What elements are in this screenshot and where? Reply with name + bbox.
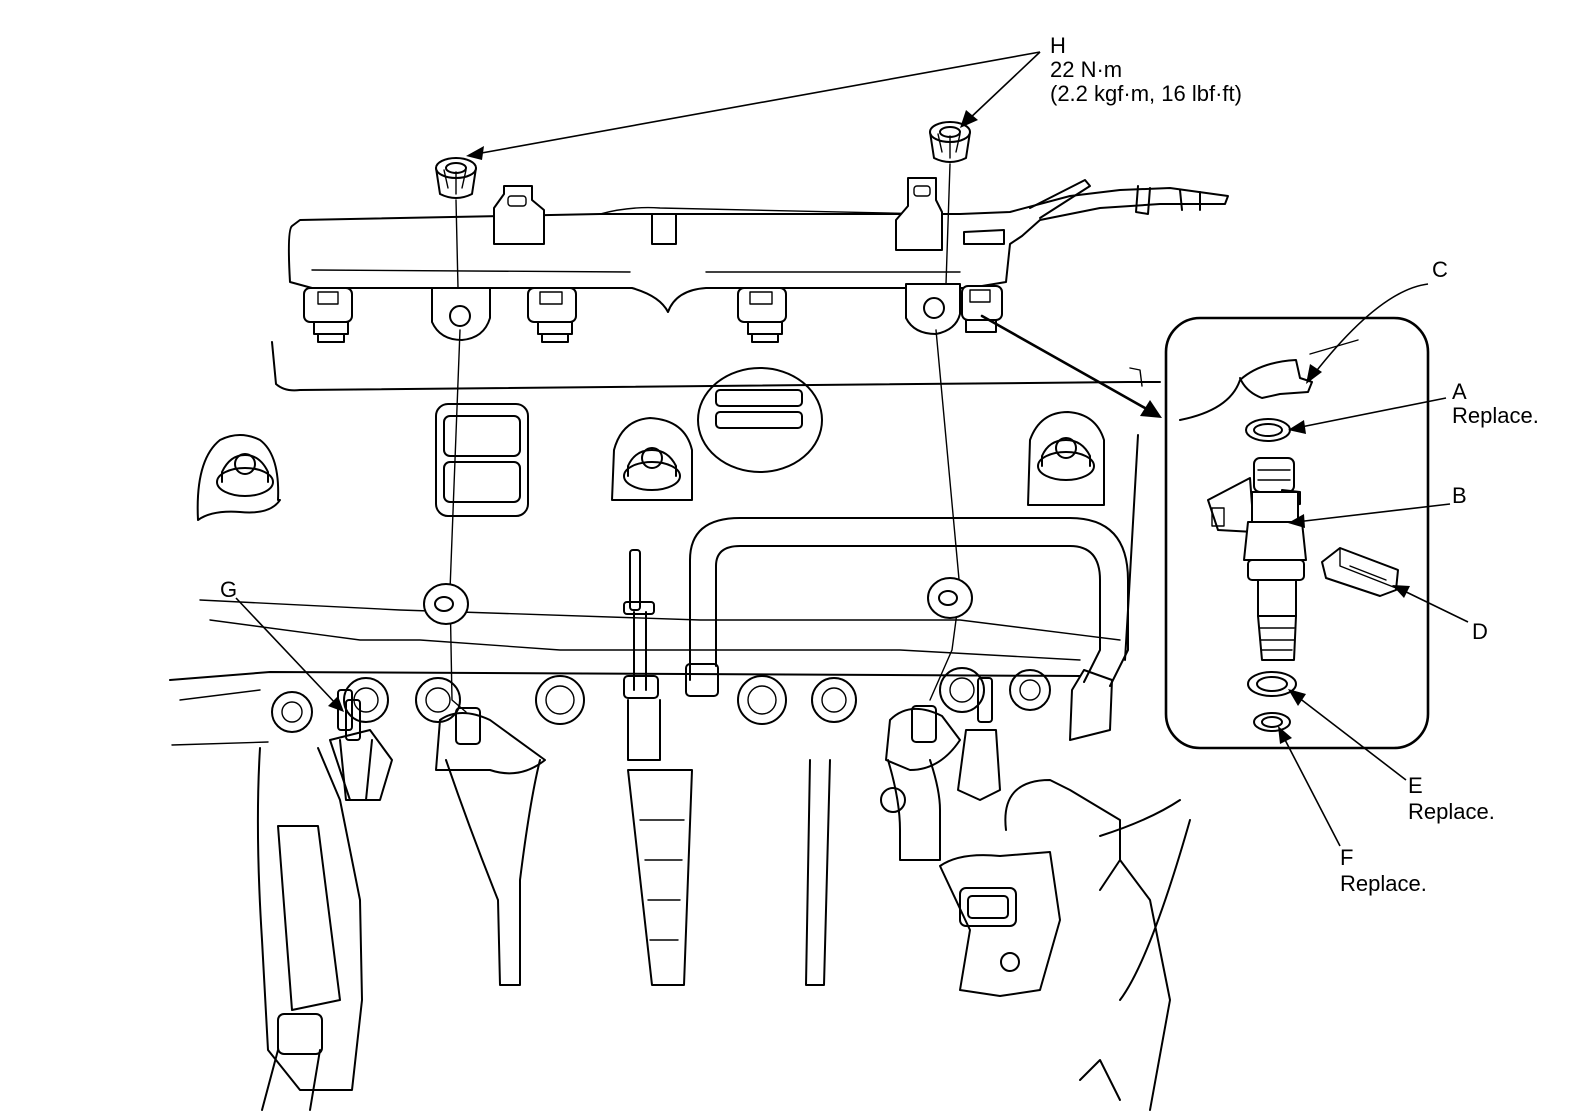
callout-c-letter: C	[1432, 257, 1448, 282]
callout-f-note: Replace.	[1340, 871, 1427, 896]
seal-ring-e	[1247, 671, 1297, 697]
plug-boot-left	[435, 403, 529, 517]
leader-c	[1306, 283, 1429, 384]
intake-runners	[445, 759, 941, 986]
sensor-rod	[623, 549, 661, 761]
callout-d-letter: D	[1472, 619, 1488, 644]
callout-b-letter: B	[1452, 483, 1467, 508]
torque-spec-alt-units: (2.2 kgf·m, 16 lbf·ft)	[1050, 81, 1242, 106]
leader-f	[1278, 726, 1341, 847]
callout-h-letter: H	[1050, 33, 1066, 58]
rail-injector-1	[303, 287, 353, 343]
alignment-lines	[449, 163, 961, 713]
leader-a	[1288, 397, 1447, 434]
breather-hose	[685, 517, 1129, 741]
rail-injector-2	[527, 287, 577, 343]
rail-bracket-center	[651, 213, 677, 245]
leader-e	[1288, 689, 1407, 781]
cylinder-head-outline	[169, 341, 1161, 746]
injector-clip-d	[1321, 547, 1399, 597]
head-boss-right	[1027, 411, 1105, 506]
leader-b	[1288, 503, 1451, 528]
mounting-nut-right	[929, 121, 971, 163]
o-ring-f	[1253, 712, 1291, 732]
hose-clip-right	[957, 677, 1001, 801]
washer-right	[927, 577, 973, 619]
fuel-injector-b	[1207, 457, 1307, 661]
leader-h	[466, 51, 1041, 160]
callout-g-letter: G	[220, 577, 238, 602]
mounting-nut-left	[435, 157, 477, 199]
callout-e-note: Replace.	[1408, 799, 1495, 824]
leader-d	[1392, 585, 1469, 623]
harness-right	[939, 779, 1191, 1111]
injector-ports	[271, 667, 1051, 733]
rail-injector-3	[737, 287, 787, 343]
leader-g	[235, 597, 344, 712]
head-boss-left	[196, 434, 281, 521]
head-boss-center	[611, 417, 693, 501]
torque-spec-nm: 22 N·m	[1050, 57, 1123, 82]
oil-filler-cap	[697, 367, 823, 473]
callout-e-letter: E	[1408, 773, 1423, 798]
studs	[435, 705, 961, 775]
rail-bracket-left	[493, 185, 545, 245]
detail-inset	[1164, 316, 1430, 750]
o-ring-a	[1245, 418, 1291, 442]
callout-f-letter: F	[1340, 845, 1354, 870]
rail-mount-tab-left	[431, 287, 491, 341]
callout-a-note: Replace.	[1452, 403, 1539, 428]
hose-clip-g	[337, 689, 373, 801]
callout-a-letter: A	[1452, 379, 1467, 404]
washer-left	[423, 583, 469, 625]
harness-left	[256, 729, 393, 1111]
rail-bracket-right	[895, 177, 943, 251]
rail-injector-4	[961, 285, 1003, 333]
leader-to-inset	[980, 314, 1162, 418]
rail-mount-tab-right	[905, 283, 961, 335]
